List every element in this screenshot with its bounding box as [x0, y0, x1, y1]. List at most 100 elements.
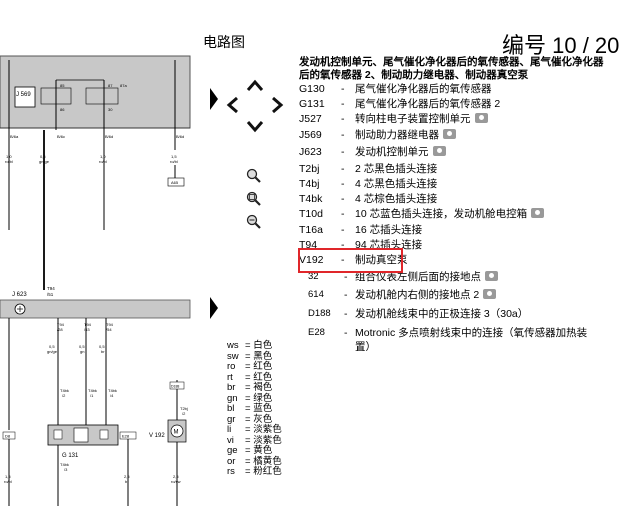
color-key-row: vi= 淡紫色 — [227, 434, 282, 447]
component-row: G130-尾气催化净化器后的氧传感器 — [299, 82, 612, 96]
color-key-row: sw= 黑色 — [227, 350, 282, 363]
equals-sign: = — [245, 413, 254, 425]
svg-text:br: br — [101, 349, 105, 354]
color-abbr: vi — [227, 434, 234, 446]
zoom-out-icon[interactable] — [246, 214, 262, 230]
camera-icon[interactable] — [432, 146, 446, 156]
component-code: G130 — [299, 83, 325, 95]
separator: - — [341, 146, 345, 158]
color-name: 绿色 — [253, 392, 273, 404]
svg-text:B/6a: B/6a — [10, 134, 19, 139]
svg-text:86: 86 — [60, 107, 65, 112]
svg-text:gn/ge: gn/ge — [39, 159, 50, 164]
component-row: V192-制动真空泵 — [299, 253, 612, 267]
page-next-arrow-icon[interactable] — [210, 88, 218, 110]
separator: - — [341, 254, 345, 266]
description-with-camera: 发动机舱内右侧的接地点 2 — [355, 288, 497, 302]
doc-number: 编号 10 / 20 — [502, 33, 619, 58]
color-abbr: ro — [227, 361, 236, 372]
zoom-in-icon[interactable] — [246, 168, 262, 184]
svg-text:T94: T94 — [84, 322, 92, 327]
camera-icon[interactable] — [443, 129, 456, 139]
camera-icon[interactable] — [483, 289, 497, 299]
component-row: J623-发动机控制单元 — [299, 145, 612, 159]
svg-text:T4bk: T4bk — [88, 388, 97, 393]
camera-icon[interactable] — [531, 208, 545, 218]
component-description: 10 芯蓝色插头连接，发动机舱电控箱 — [355, 208, 528, 220]
pan-left-icon[interactable] — [226, 96, 238, 114]
pan-right-icon[interactable] — [272, 96, 284, 114]
equals-sign: = — [245, 361, 254, 372]
component-row: E28-Motronic 多点喷射线束中的连接（氧传感器加热装置） — [308, 326, 612, 354]
svg-text:D8: D8 — [5, 434, 11, 439]
color-key-row: li= 淡紫色 — [227, 424, 282, 436]
svg-text:T94: T94 — [106, 322, 114, 327]
svg-text:87: 87 — [108, 83, 113, 88]
component-code: V192 — [299, 254, 324, 266]
component-code: 32 — [308, 271, 319, 282]
separator: - — [341, 239, 345, 251]
svg-text:1,0: 1,0 — [100, 154, 106, 159]
color-name: 红色 — [253, 361, 273, 372]
camera-icon[interactable] — [474, 113, 488, 123]
component-code: T10d — [299, 208, 323, 220]
equals-sign: = — [245, 466, 254, 477]
component-code: E28 — [308, 327, 325, 338]
separator: - — [344, 308, 348, 320]
separator: - — [344, 327, 348, 339]
svg-text:0,5: 0,5 — [49, 344, 55, 349]
separator: - — [341, 129, 345, 141]
color-abbr: bl — [227, 403, 235, 414]
color-abbr: br — [227, 382, 236, 393]
color-key-row: ro = 红色 — [227, 361, 282, 373]
component-code: J623 — [299, 146, 322, 158]
color-key-row: ws= 白色 — [227, 340, 282, 352]
j623-label: J 623 — [12, 292, 27, 298]
svg-text:E28: E28 — [122, 434, 130, 439]
svg-text:0,5: 0,5 — [99, 344, 105, 349]
color-abbr: rt — [227, 371, 233, 383]
svg-text:B/6d: B/6d — [105, 134, 113, 139]
svg-text:2,5: 2,5 — [124, 474, 130, 479]
svg-text:M: M — [174, 430, 179, 436]
component-code: T2bj — [299, 163, 320, 175]
component-row: G131-尾气催化净化器后的氧传感器 2 — [299, 97, 612, 111]
separator: - — [344, 271, 348, 283]
color-key-row: gr= 灰色 — [227, 413, 282, 426]
zoom-fit-icon[interactable] — [246, 191, 262, 207]
separator: - — [341, 163, 345, 175]
color-abbr: ws — [227, 340, 239, 351]
svg-text:87a: 87a — [120, 83, 127, 88]
separator: - — [341, 113, 345, 125]
color-abbr: sw — [227, 350, 239, 362]
component-description: 发动机舱内右侧的接地点 2 — [355, 289, 480, 301]
svg-text:ro/bl: ro/bl — [99, 159, 107, 164]
component-description: Motronic 多点喷射线束中的连接（氧传感器加热装 — [355, 327, 588, 339]
v192-label: V 192 — [149, 433, 165, 439]
pan-controls — [226, 79, 284, 133]
color-key-row: rt= 红色 — [227, 371, 282, 384]
color-key-row: bl= 蓝色 — [227, 403, 282, 415]
svg-text:/28: /28 — [57, 327, 63, 332]
svg-text:ro/bl: ro/bl — [170, 159, 178, 164]
component-code: J527 — [299, 113, 322, 125]
equals-sign: = — [245, 445, 254, 456]
svg-text:0,5: 0,5 — [79, 344, 85, 349]
svg-text:2,5: 2,5 — [173, 474, 179, 479]
component-row: T2bj-2 芯黑色插头连接 — [299, 162, 612, 176]
pan-up-icon[interactable] — [246, 79, 264, 91]
component-description: 制动助力器继电器 — [355, 129, 439, 141]
component-code: T4bj — [299, 178, 320, 190]
equals-sign: = — [245, 424, 254, 435]
color-name: 褐色 — [253, 382, 273, 393]
color-name: 白色 — [253, 340, 273, 351]
svg-text:/54: /54 — [106, 327, 112, 332]
svg-text:/51: /51 — [47, 292, 54, 297]
camera-icon[interactable] — [485, 271, 498, 281]
component-row: 32-组合仪表左侧后面的接地点 — [308, 270, 612, 284]
page-next-arrow-icon-2[interactable] — [210, 297, 218, 319]
svg-text:/53: /53 — [84, 327, 90, 332]
g131-label: G 131 — [62, 453, 79, 459]
pan-down-icon[interactable] — [246, 121, 264, 133]
svg-text:/2: /2 — [62, 393, 66, 398]
